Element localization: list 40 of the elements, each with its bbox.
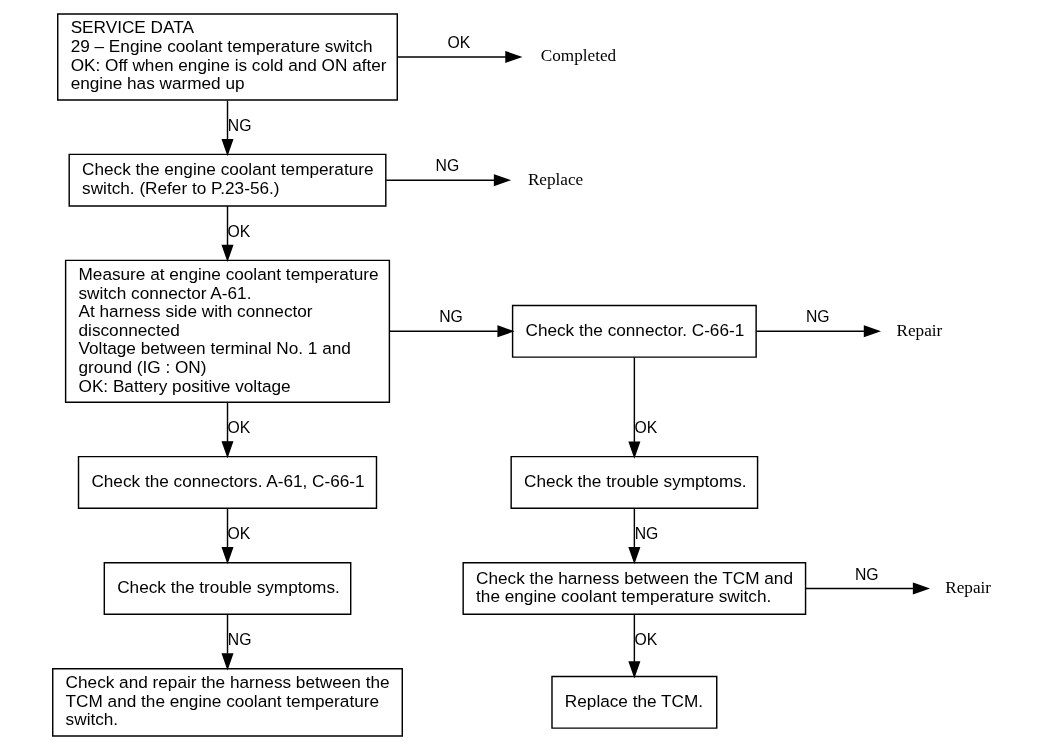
edge-label: OK (446, 34, 470, 52)
arrow (385, 174, 511, 187)
node-box: Check the connector. C-66-1 (511, 304, 757, 358)
arrow (221, 99, 234, 157)
node-text: Completed (540, 46, 616, 66)
arrow (755, 325, 881, 338)
edge-label: NG (438, 308, 463, 326)
arrow (221, 205, 234, 263)
node-box: Check and repair the harness between the TCM and the engine coolant temperature switch. (51, 667, 403, 737)
arrow (627, 613, 640, 679)
edge-label: NG (227, 117, 251, 135)
arrow (221, 507, 234, 565)
arrow (221, 613, 234, 671)
node-text: Repair (944, 577, 991, 597)
edge-label: NG (854, 565, 879, 583)
node-box: Measure at engine coolant temperature switch connector A-61. At harness side with connector disconnected Voltage between terminal No. 1 and ground (IG : ON) OK: Battery positive voltage (64, 259, 390, 403)
node-text: Repair (896, 320, 942, 340)
edge-label: NG (634, 525, 658, 543)
arrow (627, 356, 640, 459)
arrow (221, 401, 234, 459)
edge-label: OK (227, 525, 250, 543)
edge-label: OK (227, 223, 250, 241)
node-box: Check the connectors. A-61, C-66-1 (77, 455, 377, 509)
node-box: Check the harness between the TCM and the engine coolant temperature switch. (461, 561, 806, 615)
edge-label: OK (227, 419, 250, 437)
edge-label: NG (227, 631, 251, 649)
node-box: SERVICE DATA 29 – Engine coolant temperature switch OK: Off when engine is cold and ON after engine has warmed up (56, 13, 398, 101)
node-box: Replace the TCM. (550, 675, 717, 729)
arrow (388, 325, 515, 338)
node-text: Replace (527, 169, 583, 189)
edge-label: NG (805, 308, 830, 326)
node-box: Check the trouble symptoms. (103, 561, 351, 615)
edge-label: OK (633, 419, 657, 437)
node-box: Check the engine coolant temperature switch. (Refer to P.23-56.) (68, 153, 387, 207)
edge-label: OK (633, 631, 657, 649)
edge-label: NG (435, 157, 459, 175)
arrow (804, 582, 930, 595)
arrow (627, 507, 640, 565)
node-box: Check the trouble symptoms. (509, 455, 758, 509)
arrow (396, 50, 522, 63)
